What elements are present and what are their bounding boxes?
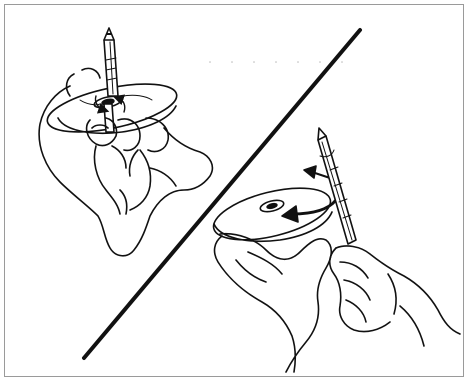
right-pencil-icon [318,128,356,244]
dotted-marks [209,61,343,63]
rotation-arrow-icon [292,200,336,214]
right-hand-icon [220,234,331,372]
left-hand-back-icon [39,86,212,256]
left-pencil-icon [104,28,118,132]
left-scene [39,28,212,256]
